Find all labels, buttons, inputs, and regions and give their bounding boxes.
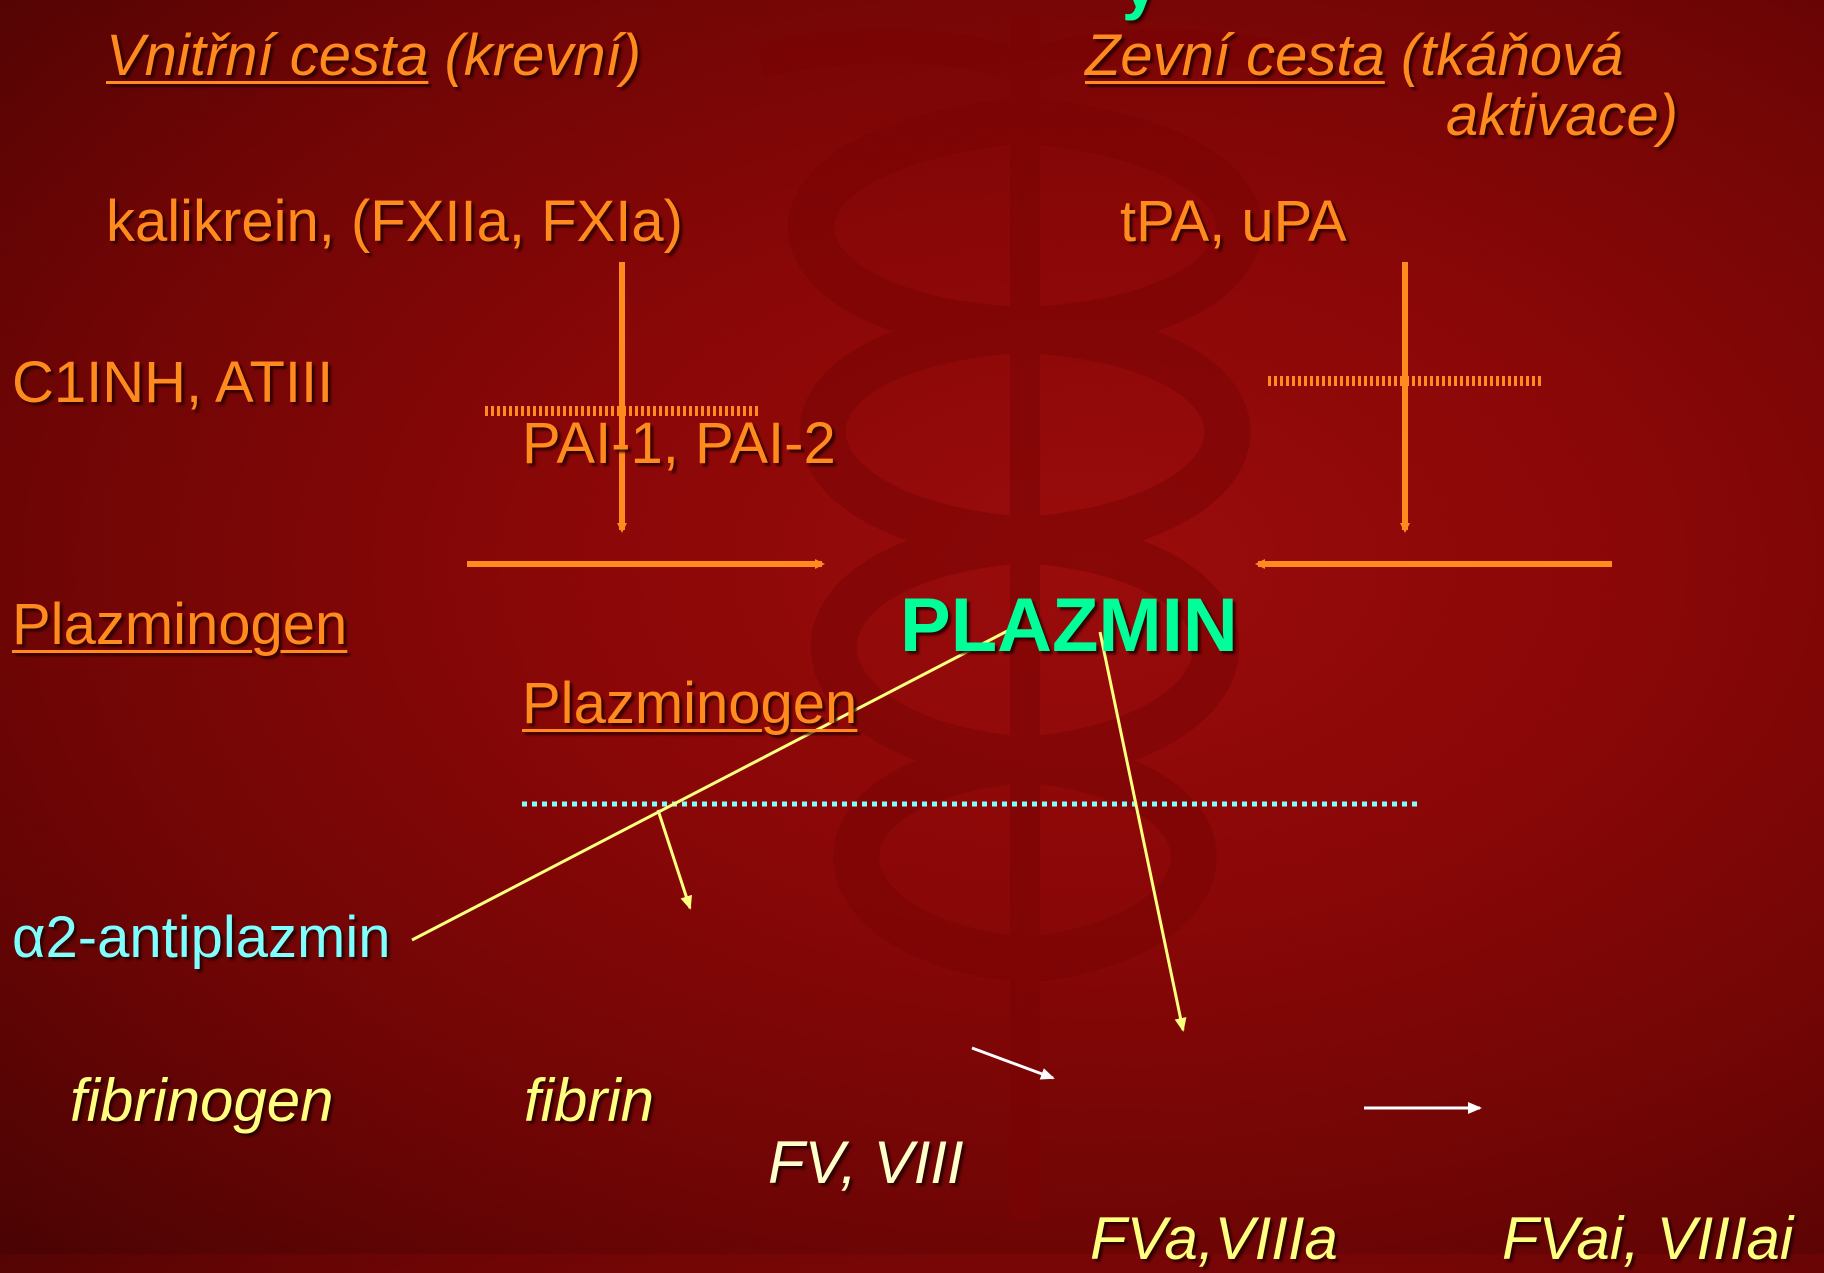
intrinsic-path-suffix: (krevní) bbox=[428, 23, 642, 88]
factors-inactive: FV, VIII bbox=[768, 1129, 964, 1196]
intrinsic-path-heading: Vnitřní cesta (krevní) bbox=[106, 22, 641, 89]
fv-to-fva-arrow bbox=[971, 1046, 1055, 1080]
pai-label: PAI-1, PAI-2 bbox=[522, 411, 836, 476]
extrinsic-path-suffix-2: aktivace) bbox=[1446, 83, 1679, 148]
fibrinogen-label: fibrinogen bbox=[70, 1067, 334, 1134]
extrinsic-activators: tPA, uPA bbox=[1120, 189, 1347, 254]
plasminogen-left: Plazminogen bbox=[12, 592, 348, 657]
extrinsic-path-title: Zevní cesta bbox=[1085, 23, 1385, 88]
plasminogen-mid: Plazminogen bbox=[522, 671, 858, 736]
factors-active: FVa,VIIIa bbox=[1090, 1205, 1338, 1272]
to-fibrin-arrow bbox=[656, 809, 692, 910]
intrinsic-inhibitors: C1INH, ATIII bbox=[12, 350, 334, 415]
antiplasmin-label: α2-antiplazmin bbox=[12, 905, 391, 970]
plasmin-label: PLAZMIN bbox=[900, 583, 1238, 668]
extrinsic-path-suffix-1: (tkáňová bbox=[1384, 23, 1624, 88]
extrinsic-path-heading: Zevní cesta (tkáňová bbox=[1085, 22, 1623, 89]
plasmin-to-factors-arrow bbox=[1098, 631, 1187, 1032]
fibrin-label: fibrin bbox=[524, 1067, 655, 1134]
factors-inactivated: FVai, VIIIai bbox=[1502, 1205, 1794, 1272]
plasmin-to-antiplasmin-line bbox=[411, 625, 1016, 942]
intrinsic-activators: kalikrein, (FXIIa, FXIa) bbox=[106, 189, 683, 254]
title-fragment: y bbox=[1122, 0, 1158, 22]
intrinsic-path-title: Vnitřní cesta bbox=[106, 23, 429, 88]
